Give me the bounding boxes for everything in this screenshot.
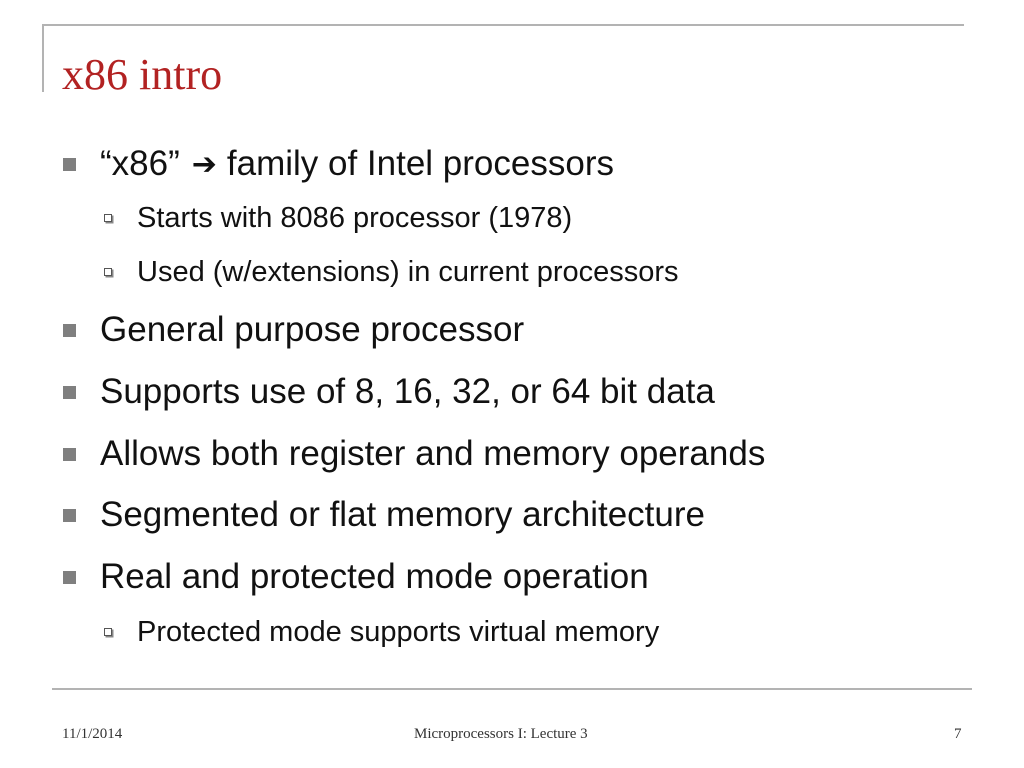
bullet-3: Supports use of 8, 16, 32, or 64 bit dat…	[100, 372, 715, 411]
square-bullet-icon	[63, 448, 76, 461]
slide-title: x86 intro	[62, 50, 223, 99]
bullet-5: Segmented or flat memory architecture	[100, 495, 705, 534]
footer-date: 11/1/2014	[62, 726, 123, 742]
hollow-square-bullet-icon	[104, 214, 112, 222]
square-bullet-icon	[63, 571, 76, 584]
bullet-1: “x86” ➔ family of Intel processors	[100, 144, 614, 184]
bullet-2: General purpose processor	[100, 310, 525, 349]
right-arrow-icon: ➔	[191, 146, 217, 182]
bullet-6-sub-1: Protected mode supports virtual memory	[137, 615, 660, 648]
title-frame-left-rule	[42, 24, 44, 92]
bullet-1-sub-2: Used (w/extensions) in current processor…	[137, 255, 679, 288]
title-frame-top-rule	[42, 24, 964, 26]
hollow-square-bullet-icon	[104, 628, 112, 636]
bullet-1-text-before: “x86”	[100, 144, 180, 183]
square-bullet-icon	[63, 509, 76, 522]
square-bullet-icon	[63, 386, 76, 399]
footer-page-number: 7	[954, 726, 962, 742]
bullet-1-text-after: family of Intel processors	[226, 144, 614, 183]
footer-rule	[52, 688, 972, 690]
square-bullet-icon	[63, 324, 76, 337]
bullet-1-sub-1: Starts with 8086 processor (1978)	[137, 201, 573, 234]
footer-lecture-title: Microprocessors I: Lecture 3	[414, 726, 588, 742]
square-bullet-icon	[63, 158, 76, 171]
hollow-square-bullet-icon	[104, 268, 112, 276]
bullet-4: Allows both register and memory operands	[100, 434, 766, 473]
bullet-6: Real and protected mode operation	[100, 557, 649, 596]
